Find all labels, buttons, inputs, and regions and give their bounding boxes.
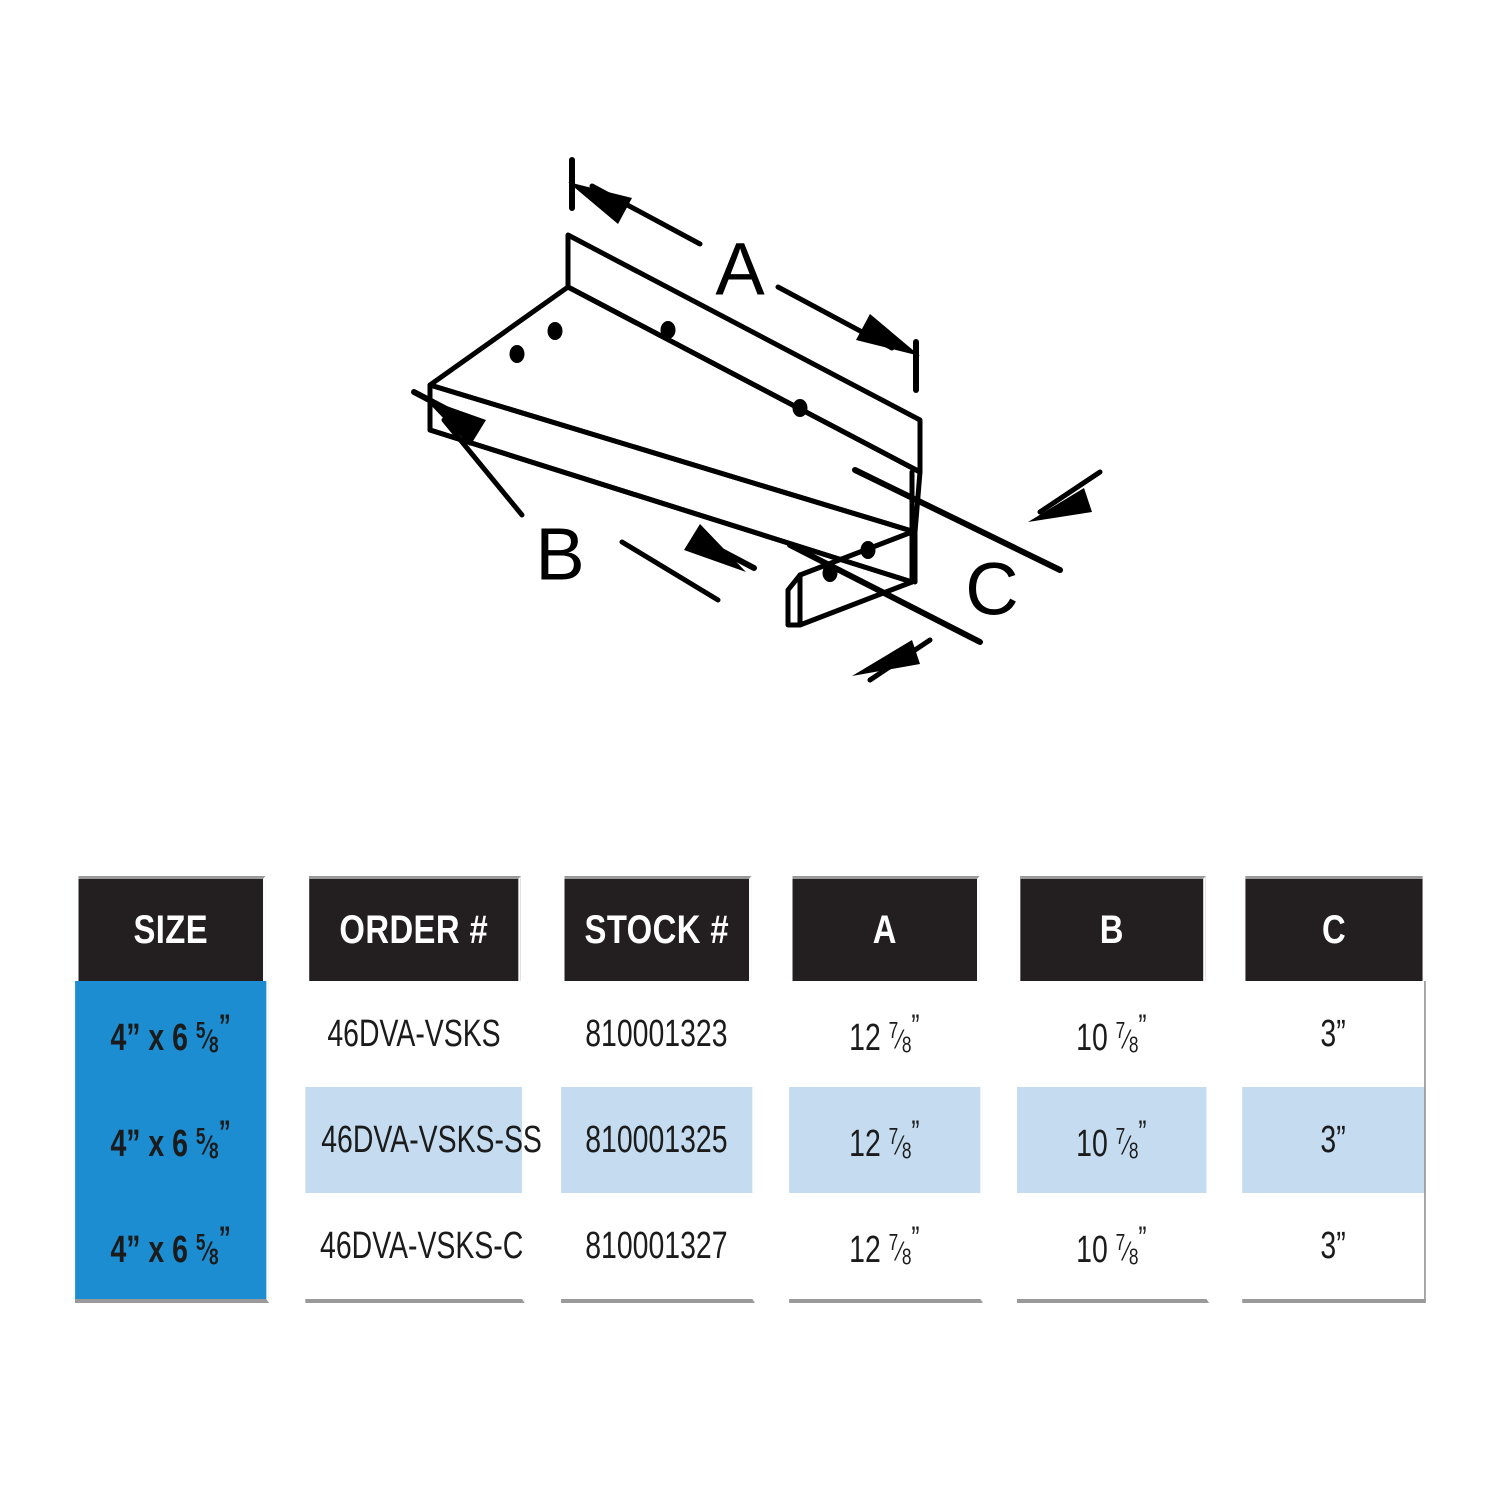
table-row[interactable]: 4” x 6 5⁄8” 46DVA-VSKS-SS 810001325 12 7… [58,1087,1442,1193]
cell-order-number: 46DVA-VSKS [305,981,525,1087]
hole-3 [660,321,676,339]
dimension-b-label: B [535,513,584,596]
column-header-order: ORDER # [309,876,521,981]
dim-c-ext-upper [852,467,1063,573]
column-header-stock: STOCK # [564,876,752,981]
cell-dimension-b: 10 7⁄8” [1016,1087,1210,1193]
product-diagram: A B C [411,157,1103,683]
column-header-a: A [792,876,980,981]
table-header: SIZE ORDER # STOCK # A B C [58,876,1442,981]
cell-dimension-a: 12 7⁄8” [789,1087,983,1193]
dimension-a-label: A [715,228,765,311]
specifications-table-container: SIZE ORDER # STOCK # A B C 4” x 6 5⁄8” 4… [58,876,1442,1303]
mounting-holes-group [509,321,876,582]
stock-number-text: 810001325 [585,1118,728,1161]
dim-b-line-upper [441,417,525,518]
dim-c-arrow-lower [852,640,920,676]
cell-dimension-c: 3” [1242,1087,1426,1193]
table-row[interactable]: 4” x 6 5⁄8” 46DVA-VSKS-C 810001327 12 7⁄… [58,1193,1442,1303]
table-header-row: SIZE ORDER # STOCK # A B C [58,876,1442,981]
hole-1 [547,322,563,340]
bracket-body [427,232,923,628]
cell-dimension-b: 10 7⁄8” [1016,1193,1210,1303]
cell-order-number: 46DVA-VSKS-SS [305,1087,542,1193]
dimension-c-group [787,467,1103,683]
dimension-a-group [568,157,920,393]
hole-2 [509,345,525,363]
stock-number-text: 810001327 [585,1224,728,1267]
dim-c-line-upper [1037,469,1103,515]
dim-a-arrow-left [568,182,632,224]
table-row[interactable]: 4” x 6 5⁄8” 46DVA-VSKS 810001323 12 7⁄8”… [58,981,1442,1087]
cell-dimension-c: 3” [1242,1193,1426,1303]
hole-5 [860,541,876,559]
dim-c-ext-lower [787,542,983,645]
bracket-isometric-drawing: A B C [411,157,1103,683]
cell-stock-number: 810001323 [561,981,755,1087]
shelf-front-face [427,382,918,585]
order-number-text: 46DVA-VSKS-SS [321,1118,542,1161]
stock-number-text: 810001323 [585,1012,728,1055]
cell-order-number: 46DVA-VSKS-C [305,1193,525,1303]
corner-detail-lines [785,572,803,628]
dim-b-line-lower [619,539,721,603]
shelf-bottom-edge [427,427,915,585]
column-header-size: SIZE [78,876,266,981]
cell-dimension-a: 12 7⁄8” [789,981,983,1087]
cell-dimension-b: 10 7⁄8” [1016,981,1210,1087]
cell-dimension-c: 3” [1242,981,1426,1087]
column-header-c: C [1245,876,1423,981]
cell-size: 4” x 6 5⁄8” [75,1087,269,1193]
cell-size: 4” x 6 5⁄8” [75,1193,269,1303]
column-header-b: B [1020,876,1206,981]
dim-b-arrow-right [684,524,746,572]
cell-stock-number: 810001325 [561,1087,755,1193]
cell-stock-number: 810001327 [561,1193,755,1303]
dim-c-arrow-upper [1028,488,1092,522]
dim-a-arrow-right [856,314,920,356]
hole-4 [792,399,808,417]
dimension-b-group [411,389,757,603]
table-body: 4” x 6 5⁄8” 46DVA-VSKS 810001323 12 7⁄8”… [58,981,1442,1303]
order-number-text: 46DVA-VSKS [327,1012,501,1055]
dimension-c-label: C [965,548,1018,631]
cell-size: 4” x 6 5⁄8” [75,981,269,1087]
specifications-table: SIZE ORDER # STOCK # A B C 4” x 6 5⁄8” 4… [58,876,1442,1303]
cell-dimension-a: 12 7⁄8” [789,1193,983,1303]
dim-b-arrow-left [424,398,486,446]
order-number-text: 46DVA-VSKS-C [320,1224,524,1267]
